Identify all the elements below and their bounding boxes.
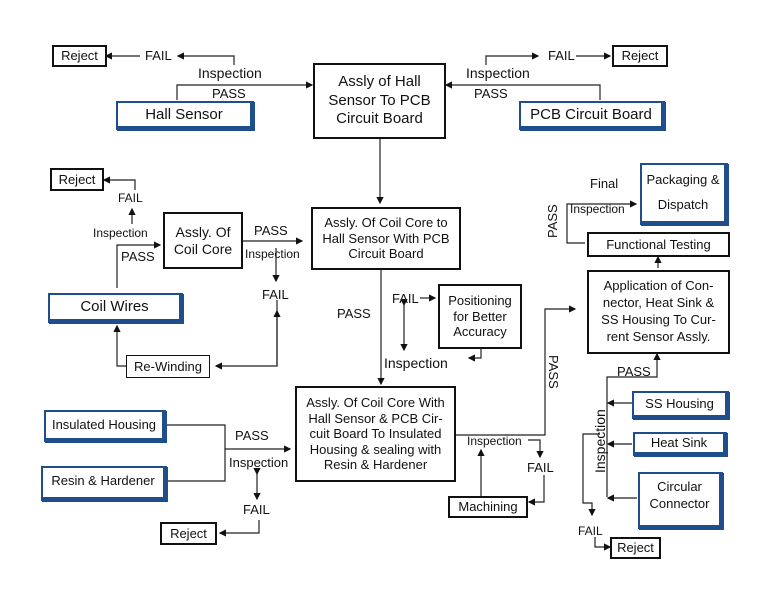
inspection-label-vertical: Inspection [592,409,608,473]
hall-sensor-box: Hall Sensor [116,101,254,130]
circular-connector-box: Circular Connector [638,472,723,529]
machining-box: Machining [448,496,528,518]
assly-insulated-box: Assly. Of Coil Core With Hall Sensor & P… [295,386,456,482]
application-box: Application of Con-nector, Heat Sink & S… [587,270,730,354]
pass-label: PASS [337,306,371,321]
fail-label: FAIL [243,502,270,517]
pass-label-vertical: PASS [546,355,561,389]
inspection-label: Inspection [229,455,289,470]
pass-label-vertical: PASS [545,204,560,238]
functional-testing-box: Functional Testing [587,232,730,257]
wire-rewind-coil [113,324,126,367]
pass-label: PASS [474,86,508,101]
pass-label: PASS [617,364,651,379]
wire-mach-fail [528,439,544,459]
wire-pcb-pass [444,81,601,100]
pass-label: PASS [121,249,155,264]
assly-hall-pcb-box: Assly of Hall Sensor To PCB Circuit Boar… [313,63,446,139]
inspection-label: Inspection [384,355,448,371]
pass-label: PASS [212,86,246,101]
wire-rewind-loop [214,300,278,370]
inspection-label: Inspection [93,226,148,240]
coil-wires-box: Coil Wires [48,293,183,323]
final-label: Final [590,176,619,191]
wire-fail-reject-coil [102,176,136,190]
pass-label: PASS [254,223,288,238]
assly-coil-to-hall-box: Assly. Of Coil Core to Hall Sensor With … [311,207,461,270]
fail-label: FAIL [548,48,575,63]
reject-box: Reject [52,45,107,67]
assly-coil-core-box: Assly. Of Coil Core [163,212,243,269]
insulated-housing-box: Insulated Housing [44,410,166,442]
wire-pos-back [467,349,482,362]
fail-label: FAIL [578,524,603,538]
reject-box: Reject [612,45,668,67]
wire-fail-reject-br [594,537,612,551]
heat-sink-box: Heat Sink [633,432,727,456]
positioning-box: Positioning for Better Accuracy [438,284,522,349]
pcb-circuit-board-box: PCB Circuit Board [519,101,665,130]
wire-hall-fail [176,52,235,65]
wire-fail-reject-bl [218,520,260,537]
fail-label: FAIL [392,291,419,306]
pass-label: PASS [235,428,269,443]
re-winding-box: Re-Winding [126,355,210,378]
resin-hardener-box: Resin & Hardener [41,466,167,501]
inspection-label: Inspection [467,434,522,448]
packaging-dispatch-box: Packaging & Dispatch [640,163,728,225]
fail-label: FAIL [527,460,554,475]
reject-box: Reject [160,522,217,545]
reject-box: Reject [610,537,661,559]
inspection-label: Inspection [570,202,625,216]
ss-housing-box: SS Housing [632,391,729,419]
fail-label: FAIL [262,287,289,302]
inspection-label: Inspection [245,247,300,261]
fail-label: FAIL [118,191,143,205]
reject-box: Reject [50,168,104,191]
fail-label: FAIL [145,48,172,63]
wire-pcb-fail [485,52,540,65]
wire-ins-housing [166,424,226,482]
inspection-label: Inspection [198,65,262,81]
wire-mach-loop [527,475,545,506]
inspection-label: Inspection [466,65,530,81]
